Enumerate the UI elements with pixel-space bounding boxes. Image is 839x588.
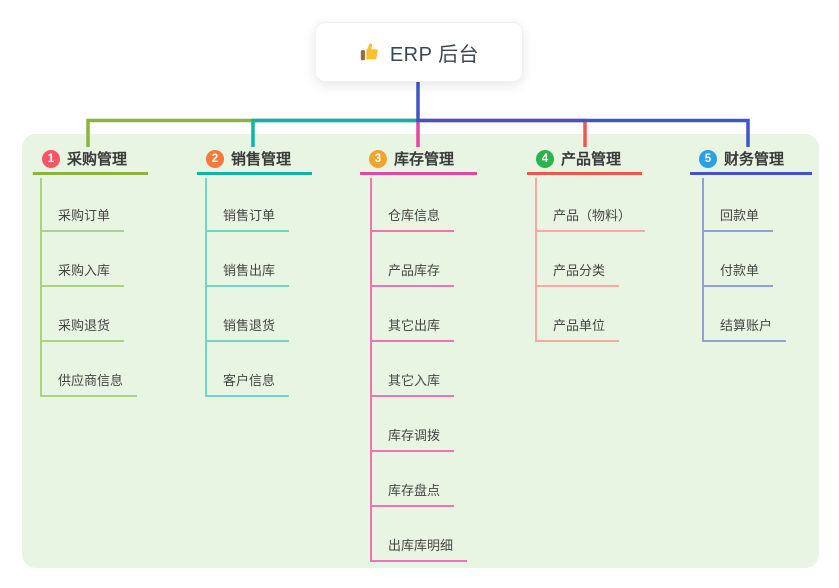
branch-4-number-badge: 4 — [536, 149, 554, 168]
branch-1-child-4[interactable]: 供应商信息 — [40, 372, 138, 397]
branch-2-child-line — [205, 178, 207, 397]
branch-3-child-2[interactable]: 产品库存 — [370, 262, 455, 287]
branch-3-label: 库存管理 — [394, 151, 455, 168]
branch-5-heading[interactable]: 5 财务管理 — [690, 145, 812, 175]
thumbs-up-icon — [360, 43, 378, 61]
branch-4-label: 产品管理 — [561, 151, 622, 168]
branch-1-child-3[interactable]: 采购退货 — [40, 317, 125, 342]
branch-3-child-1[interactable]: 仓库信息 — [370, 207, 455, 232]
branch-3-child-6[interactable]: 库存盘点 — [370, 482, 455, 507]
branch-2-number-badge: 2 — [206, 149, 224, 168]
root-node-label: ERP 后台 — [389, 43, 480, 66]
branch-5-child-3[interactable]: 结算账户 — [702, 317, 787, 342]
branch-3-child-3[interactable]: 其它出库 — [370, 317, 455, 342]
branch-3-heading[interactable]: 3 库存管理 — [360, 145, 477, 175]
branch-5: 5 财务管理回款单付款单结算账户 — [690, 145, 812, 342]
branch-2-child-4[interactable]: 客户信息 — [205, 372, 290, 397]
root-node[interactable]: ERP 后台 — [315, 22, 523, 82]
branch-3: 3 库存管理仓库信息产品库存其它出库其它入库库存调拨库存盘点出库库明细 — [360, 145, 477, 562]
mindmap-panel — [22, 134, 819, 568]
branch-1-heading[interactable]: 1 采购管理 — [33, 145, 148, 175]
branch-5-child-line — [702, 178, 704, 342]
branch-5-child-2[interactable]: 付款单 — [702, 262, 774, 287]
branch-4-child-2[interactable]: 产品分类 — [535, 262, 620, 287]
branch-3-number-badge: 3 — [369, 149, 387, 168]
branch-4-heading[interactable]: 4 产品管理 — [527, 145, 642, 175]
branch-1-label: 采购管理 — [67, 151, 128, 168]
branch-3-child-4[interactable]: 其它入库 — [370, 372, 455, 397]
branch-2-child-2[interactable]: 销售出库 — [205, 262, 290, 287]
branch-4: 4 产品管理产品（物料） 产品分类产品单位 — [527, 145, 646, 342]
branch-1-child-line — [40, 178, 42, 397]
branch-5-number-badge: 5 — [699, 149, 717, 168]
branch-1: 1 采购管理采购订单采购入库采购退货供应商信息 — [33, 145, 148, 397]
branch-5-label: 财务管理 — [724, 151, 785, 168]
branch-4-child-line — [535, 178, 537, 342]
branch-2-heading[interactable]: 2 销售管理 — [197, 145, 312, 175]
branch-2-label: 销售管理 — [231, 151, 292, 168]
branch-3-child-5[interactable]: 库存调拨 — [370, 427, 455, 452]
branch-2-child-1[interactable]: 销售订单 — [205, 207, 290, 232]
branch-1-number-badge: 1 — [42, 149, 60, 168]
branch-4-child-3[interactable]: 产品单位 — [535, 317, 620, 342]
branch-2-child-3[interactable]: 销售退货 — [205, 317, 290, 342]
branch-4-child-1[interactable]: 产品（物料） — [535, 207, 646, 232]
branch-3-child-line — [370, 178, 372, 562]
branch-1-child-2[interactable]: 采购入库 — [40, 262, 125, 287]
branch-2: 2 销售管理销售订单销售出库销售退货客户信息 — [197, 145, 312, 397]
branch-1-child-1[interactable]: 采购订单 — [40, 207, 125, 232]
branch-3-child-7[interactable]: 出库库明细 — [370, 537, 468, 562]
branch-5-child-1[interactable]: 回款单 — [702, 207, 774, 232]
